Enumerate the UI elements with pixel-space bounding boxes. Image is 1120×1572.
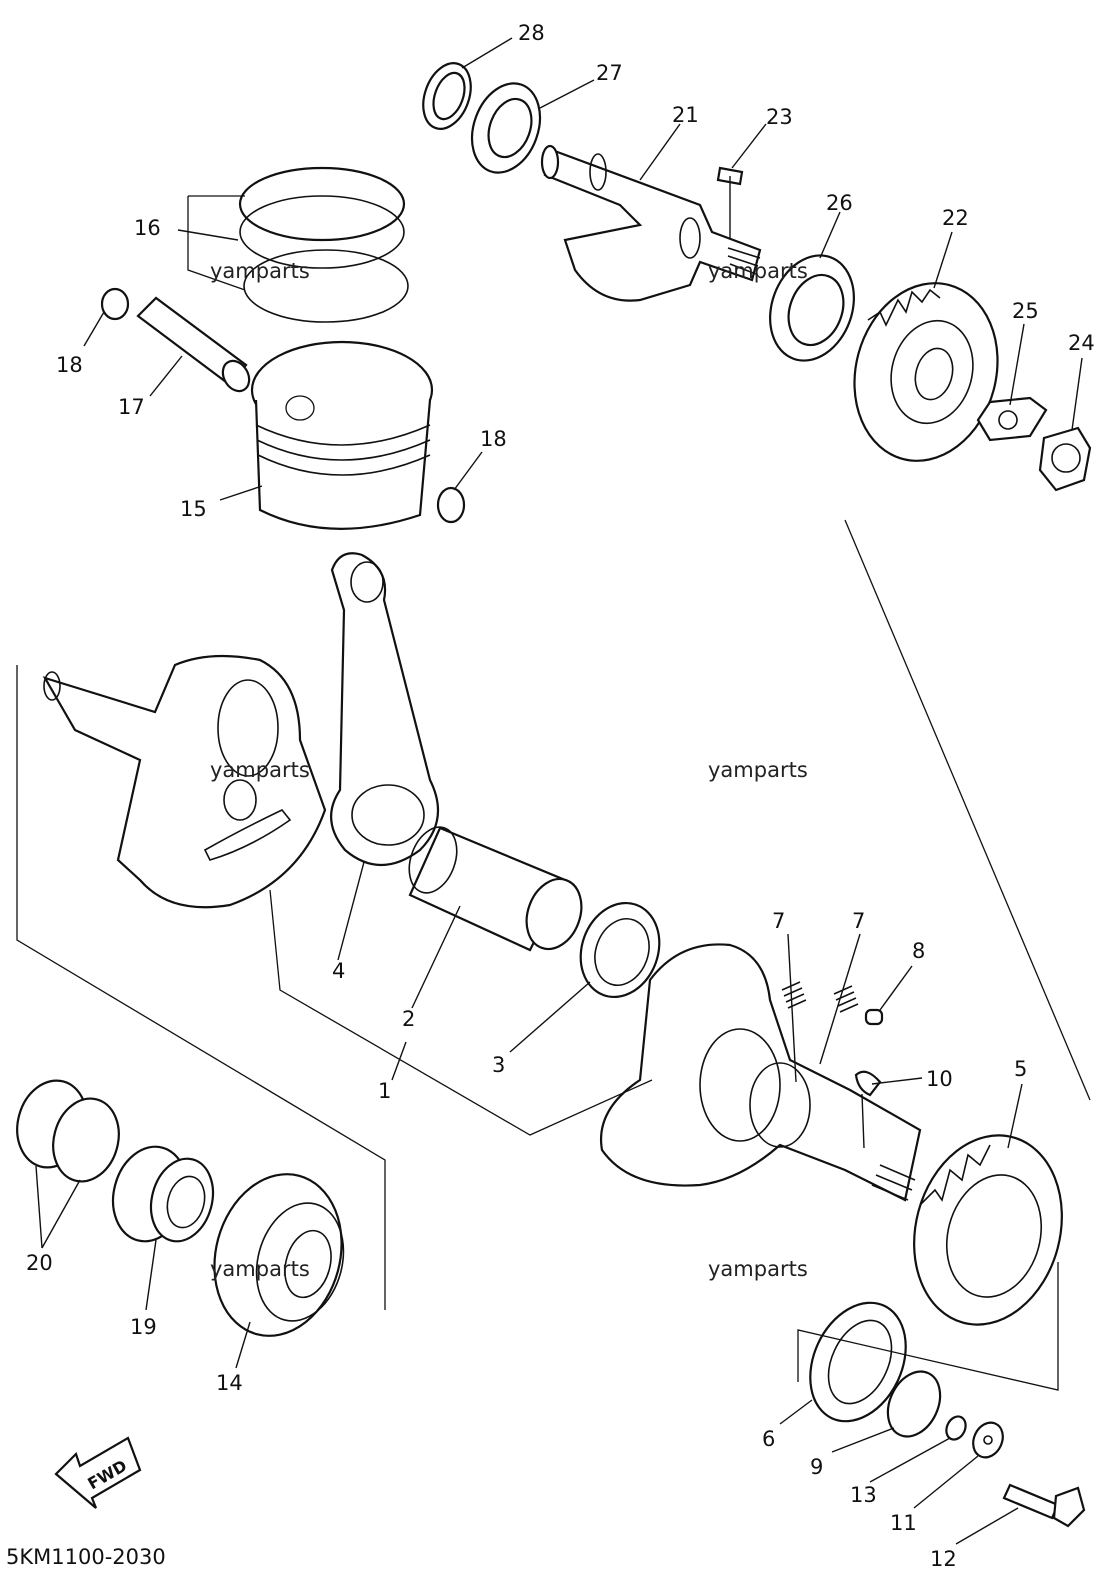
callout-24: 24 bbox=[1068, 331, 1095, 355]
part-piston-15 bbox=[250, 340, 434, 530]
callout-21: 21 bbox=[672, 103, 699, 127]
callout-6: 6 bbox=[762, 1427, 775, 1451]
diagram-code: 5KM1100-2030 bbox=[6, 1545, 166, 1569]
part-plate-6 bbox=[809, 1301, 907, 1423]
watermark-5: yamparts bbox=[210, 1257, 310, 1281]
callout-26: 26 bbox=[826, 191, 853, 215]
callout-19: 19 bbox=[130, 1315, 157, 1339]
part-woodruff-key-10 bbox=[854, 1070, 882, 1097]
callout-8: 8 bbox=[912, 939, 925, 963]
part-washer-11 bbox=[972, 1421, 1004, 1459]
callout-25: 25 bbox=[1012, 299, 1039, 323]
callout-3: 3 bbox=[492, 1053, 505, 1077]
part-lock-washer-25 bbox=[976, 396, 1048, 442]
callout-16: 16 bbox=[134, 216, 161, 240]
callout-22: 22 bbox=[942, 206, 969, 230]
part-crankshaft-right-1 bbox=[600, 943, 922, 1202]
part-plunger-8 bbox=[864, 1008, 884, 1026]
callout-28: 28 bbox=[518, 21, 545, 45]
part-circlip-18-upper bbox=[100, 287, 130, 321]
part-spring-7a bbox=[781, 981, 807, 1009]
part-spacer-19 bbox=[111, 1145, 215, 1243]
callout-18-lower: 18 bbox=[480, 427, 507, 451]
part-oil-seal-28 bbox=[422, 62, 472, 130]
callout-20: 20 bbox=[26, 1251, 53, 1275]
part-bearing-27 bbox=[470, 82, 542, 174]
part-balancer-shaft-21 bbox=[540, 144, 762, 302]
part-circlip-18-lower bbox=[436, 486, 466, 524]
watermark-6: yamparts bbox=[708, 1257, 808, 1281]
callout-2: 2 bbox=[402, 1007, 415, 1031]
part-bearing-26 bbox=[769, 254, 855, 362]
part-nut-24 bbox=[1038, 426, 1092, 492]
callout-15: 15 bbox=[180, 497, 207, 521]
part-needle-bearing-3 bbox=[579, 901, 661, 999]
callout-14: 14 bbox=[216, 1371, 243, 1395]
callout-13: 13 bbox=[850, 1483, 877, 1507]
part-primary-drive-gear-5 bbox=[913, 1134, 1063, 1326]
fwd-arrow-icon: FWD bbox=[54, 1436, 142, 1509]
watermark-3: yamparts bbox=[210, 758, 310, 782]
part-piston-pin-17 bbox=[136, 296, 251, 393]
part-shim-20b bbox=[52, 1097, 120, 1183]
callout-27: 27 bbox=[596, 61, 623, 85]
callout-9: 9 bbox=[810, 1455, 823, 1479]
callout-12: 12 bbox=[930, 1547, 957, 1571]
callout-7a: 7 bbox=[772, 909, 785, 933]
leader-lines bbox=[35, 37, 1083, 1545]
part-balancer-gear-22 bbox=[853, 282, 999, 462]
part-piston-ring-set-16 bbox=[187, 166, 409, 323]
part-connecting-rod-4 bbox=[330, 552, 440, 867]
callout-11: 11 bbox=[890, 1511, 917, 1535]
callout-7b: 7 bbox=[852, 909, 865, 933]
watermark-4: yamparts bbox=[708, 758, 808, 782]
watermark-2: yamparts bbox=[708, 259, 808, 283]
part-crank-pin-2 bbox=[408, 826, 583, 952]
callout-1: 1 bbox=[378, 1079, 391, 1103]
watermark-1: yamparts bbox=[210, 259, 310, 283]
part-circlip-9 bbox=[886, 1370, 942, 1438]
callout-18-upper: 18 bbox=[56, 353, 83, 377]
callout-10: 10 bbox=[926, 1067, 953, 1091]
callout-5: 5 bbox=[1014, 1057, 1027, 1081]
callout-17: 17 bbox=[118, 395, 145, 419]
bracket-lines bbox=[16, 519, 1091, 1391]
callout-23: 23 bbox=[766, 105, 793, 129]
callout-4: 4 bbox=[332, 959, 345, 983]
part-bearing-14 bbox=[213, 1173, 345, 1337]
part-o-ring-13 bbox=[945, 1415, 967, 1441]
part-bolt-12 bbox=[1002, 1483, 1086, 1528]
part-crankshaft-left-1 bbox=[42, 654, 327, 909]
